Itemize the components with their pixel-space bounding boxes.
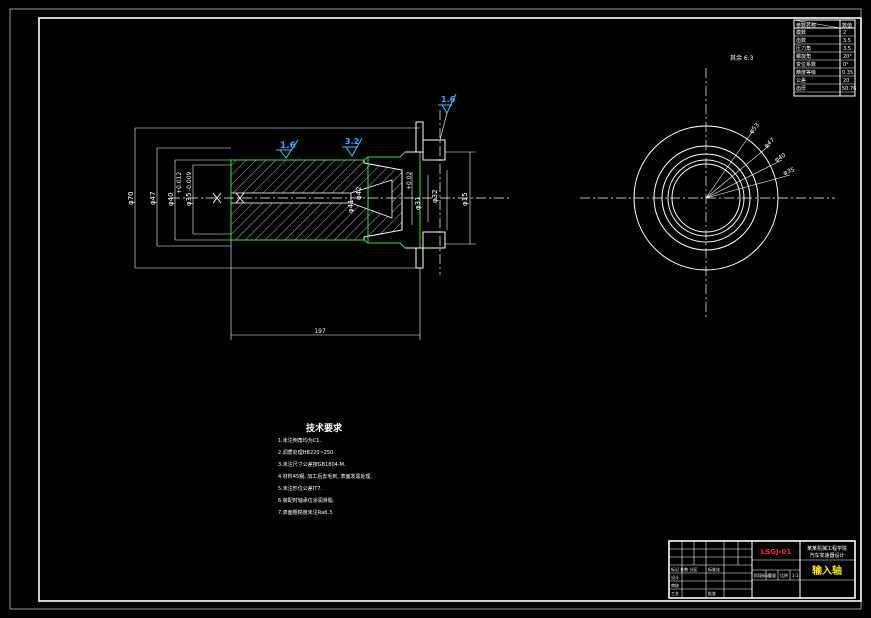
title-meta-2: 比例 <box>780 572 788 578</box>
title-block: LSGJ-01 某某机械工程学院 汽车变速器设计 输入轴 阶段标记 重量 比例 … <box>668 540 856 599</box>
param-row-2-name: 压力角 <box>796 45 811 52</box>
dim-d31: φ31 <box>414 196 422 210</box>
dim-bore: φ15 <box>461 192 469 206</box>
param-row-0-val: 2 <box>843 30 846 36</box>
dim-d47: φ47 <box>149 191 157 205</box>
param-header-name: 参数名称 <box>796 22 816 29</box>
circle-3 <box>661 153 751 243</box>
dim-d70: φ70 <box>127 191 135 205</box>
param-row-4-val: 0° <box>843 62 849 68</box>
tech-req-item-1: 2.调质处理HB220~250. <box>278 449 335 456</box>
tech-req-item-4: 5.未注形位公差IT7. <box>278 485 322 492</box>
dim-tol-inner: +0.02 <box>406 171 413 190</box>
dim-length: 197 <box>314 328 326 335</box>
circle-2 <box>653 145 759 251</box>
param-row-5-val: 0.35 <box>842 70 853 76</box>
svg-text:1.6: 1.6 <box>280 141 296 151</box>
flange-bottom <box>415 247 424 269</box>
roughness-symbol-1: 1.6 <box>276 139 299 159</box>
param-row-6-name: 公差 <box>796 77 806 84</box>
dim-tol-d40: +0.012 <box>176 172 183 194</box>
circle-label-b: φ47 <box>763 137 777 150</box>
title-meta-0: 阶段标记 <box>754 572 770 578</box>
circle-outer <box>633 125 779 271</box>
roughness-symbol-2: 3.2 <box>342 137 363 157</box>
dim-d32: φ32 <box>431 189 439 203</box>
tech-req-item-5: 6.装配时轴承位涂润滑脂. <box>278 497 335 504</box>
inner-frame <box>38 17 862 602</box>
title-row-2: 审核 <box>671 582 679 588</box>
param-row-2-val: 3.5 <box>843 46 851 52</box>
title-row-3: 工艺 <box>671 591 679 596</box>
flange-top <box>415 121 424 153</box>
tech-req-title: 技术要求 <box>306 422 343 434</box>
param-header-val: 数值 <box>842 22 852 29</box>
title-school: 某某机械工程学院 <box>807 545 847 552</box>
tech-req-item-0: 1.未注倒角均为C1. <box>278 437 321 444</box>
circle-label-c: φ40 <box>774 152 788 164</box>
param-row-3-val: 20° <box>843 54 852 60</box>
param-table: 参数名称 数值 模数 2 齿数 3.5 压力角 3.5 螺旋角 20° 变位系数… <box>793 19 856 97</box>
circle-4 <box>667 159 745 237</box>
param-row-6-val: 20 <box>843 78 849 84</box>
title-project: 汽车变速器设计 <box>809 552 844 559</box>
param-row-0-name: 模数 <box>796 29 806 36</box>
dim-tol-d35: -0.009 <box>186 171 193 191</box>
circle-label-d: φ35 <box>782 166 795 177</box>
tech-req-item-3: 4.材料45钢, 加工后去毛刺, 表面发黑处理. <box>278 473 372 480</box>
circle-5 <box>671 163 741 233</box>
flange-cap-b <box>422 231 446 249</box>
dim-d35: φ35 <box>185 192 193 206</box>
svg-text:3.2: 3.2 <box>345 137 359 146</box>
title-row-0: 标记 处数 分区 <box>671 566 698 572</box>
bore-cone <box>350 179 393 219</box>
title-meta-1: 重量 <box>768 572 776 578</box>
title-meta-3: 1:1 <box>792 573 799 578</box>
dim-d42: φ42 <box>355 186 363 200</box>
circle-label-a: φ53 <box>748 122 761 136</box>
roughness-other: 其余 6.3 <box>730 54 754 62</box>
param-row-1-val: 3.5 <box>843 38 851 44</box>
flange-cap <box>422 139 446 161</box>
title-row-4: 标准化 <box>708 566 720 572</box>
tech-requirements: 技术要求 1.未注倒角均为C1. 2.调质处理HB220~250. 3.未注尺寸… <box>278 422 372 516</box>
outer-frame <box>9 8 862 610</box>
title-row-5: 批准 <box>708 590 716 596</box>
svg-text:1.6: 1.6 <box>441 95 456 104</box>
section-view: φ70 φ47 φ40 +0.012 φ35 -0.009 φ42 φ41 φ3… <box>127 93 510 340</box>
roughness-symbol-3: 1.6 <box>438 93 457 141</box>
param-row-4-name: 变位系数 <box>796 61 816 68</box>
param-row-5-name: 精度等级 <box>796 69 816 76</box>
tech-req-item-6: 7.表面粗糙度未注Ra6.3. <box>278 509 334 516</box>
title-code: LSGJ-01 <box>761 548 792 556</box>
title-part-name: 输入轴 <box>812 564 842 577</box>
dim-d40: φ40 <box>167 192 175 206</box>
param-row-1-name: 齿数 <box>796 37 806 44</box>
param-row-3-name: 螺旋角 <box>796 53 811 60</box>
dim-d41: φ41 <box>347 199 355 213</box>
end-view: φ53 φ47 φ40 φ35 其余 6.3 <box>580 54 835 320</box>
param-row-7-name: 齿厚 <box>796 86 806 92</box>
title-row-1: 设计 <box>671 574 679 580</box>
param-row-7-val: 50.76 <box>842 86 856 92</box>
tech-req-item-2: 3.未注尺寸公差按GB1804-M. <box>278 461 346 468</box>
